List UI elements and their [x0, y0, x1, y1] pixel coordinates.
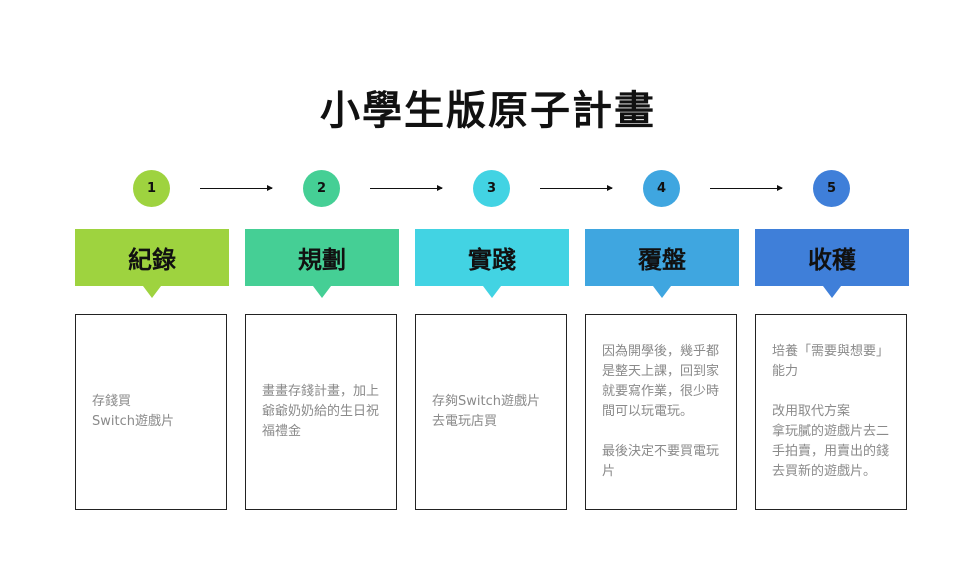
step-3-card: 存夠Switch遊戲片 去電玩店買	[415, 314, 567, 510]
step-1-card: 存錢買 Switch遊戲片	[75, 314, 227, 510]
arrow-2-to-3	[370, 185, 443, 191]
step-5-number-badge: 5	[813, 170, 850, 207]
step-4-banner-pointer	[653, 286, 671, 298]
step-2-number-badge: 2	[303, 170, 340, 207]
step-2-banner: 規劃	[245, 229, 399, 286]
step-3-banner: 實踐	[415, 229, 569, 286]
step-2-card: 畫畫存錢計畫，加上爺爺奶奶給的生日祝福禮金	[245, 314, 397, 510]
step-5-card: 培養「需要與想要」能力 改用取代方案 拿玩膩的遊戲片去二手拍賣，用賣出的錢去買新…	[755, 314, 907, 510]
step-5-banner-pointer	[823, 286, 841, 298]
step-2-banner-pointer	[313, 286, 331, 298]
step-1-description: 存錢買 Switch遊戲片	[92, 394, 174, 429]
arrow-4-to-5	[710, 185, 783, 191]
step-1-number-badge: 1	[133, 170, 170, 207]
step-4-description: 因為開學後，幾乎都是整天上課，回到家就要寫作業，很少時間可以玩電玩。 最後決定不…	[602, 344, 720, 479]
step-4-banner: 覆盤	[585, 229, 739, 286]
step-3-description: 存夠Switch遊戲片 去電玩店買	[432, 394, 540, 429]
step-1-banner-pointer	[143, 286, 161, 298]
step-2-description: 畫畫存錢計畫，加上爺爺奶奶給的生日祝福禮金	[262, 384, 380, 439]
arrow-1-to-2	[200, 185, 273, 191]
step-5-description: 培養「需要與想要」能力 改用取代方案 拿玩膩的遊戲片去二手拍賣，用賣出的錢去買新…	[772, 344, 890, 479]
page-title: 小學生版原子計畫	[320, 88, 656, 134]
step-5-banner: 收穫	[755, 229, 909, 286]
step-3-number-badge: 3	[473, 170, 510, 207]
step-1-banner: 紀錄	[75, 229, 229, 286]
step-4-card: 因為開學後，幾乎都是整天上課，回到家就要寫作業，很少時間可以玩電玩。 最後決定不…	[585, 314, 737, 510]
step-4-number-badge: 4	[643, 170, 680, 207]
step-3-banner-pointer	[483, 286, 501, 298]
arrow-3-to-4	[540, 185, 613, 191]
